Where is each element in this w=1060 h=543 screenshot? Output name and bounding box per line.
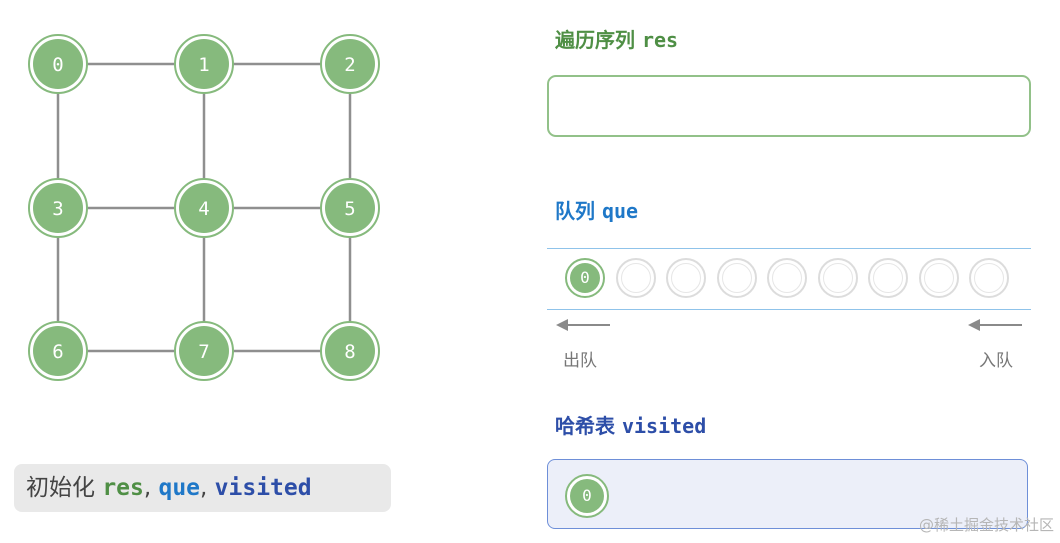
enqueue-label: 入队 bbox=[979, 351, 1013, 371]
visited-title-code: visited bbox=[621, 414, 707, 438]
visited-item-label: 0 bbox=[570, 479, 604, 513]
queue-empty-slot bbox=[918, 258, 959, 298]
graph-node-label: 0 bbox=[52, 54, 63, 76]
graph-node-4: 4 bbox=[174, 178, 234, 238]
caption-que: que bbox=[158, 475, 201, 501]
visited-title: 哈希表 visited bbox=[555, 410, 706, 439]
graph-node-label: 6 bbox=[52, 341, 63, 363]
graph-node-core bbox=[325, 326, 375, 376]
queue-title-text: 队列 bbox=[555, 199, 595, 223]
graph-node-0: 0 bbox=[28, 34, 88, 94]
queue-item: 0 bbox=[565, 258, 605, 298]
queue-empty-slot bbox=[716, 258, 757, 298]
graph-node-label: 5 bbox=[344, 198, 355, 220]
graph-node-label: 3 bbox=[52, 198, 63, 220]
caption-text: 初始化 bbox=[26, 475, 95, 501]
res-title-text: 遍历序列 bbox=[555, 28, 635, 52]
graph-nodes: 0 1 2 3 4 5 6 7 8 bbox=[28, 34, 380, 381]
graph-node-core bbox=[325, 183, 375, 233]
graph-node-1: 1 bbox=[174, 34, 234, 94]
graph-node-core bbox=[179, 326, 229, 376]
visited-item: 0 bbox=[565, 474, 609, 518]
caption-separator: , bbox=[143, 475, 152, 501]
caption-visited: visited bbox=[214, 475, 312, 501]
res-title-code: res bbox=[641, 28, 679, 52]
queue-empty-slot bbox=[767, 258, 807, 298]
queue-empty-slot bbox=[969, 258, 1009, 298]
graph-node-label: 7 bbox=[198, 341, 209, 363]
queue-item-label: 0 bbox=[570, 263, 600, 293]
queue-empty-slot bbox=[817, 258, 858, 298]
graph-node-7: 7 bbox=[174, 321, 234, 381]
graph-node-label: 1 bbox=[198, 54, 209, 76]
graph-node-8: 8 bbox=[320, 321, 380, 381]
enqueue-arrow-icon bbox=[968, 318, 1024, 332]
queue-empty-slot bbox=[666, 258, 706, 298]
graph-node-core bbox=[33, 326, 83, 376]
graph-node-2: 2 bbox=[320, 34, 380, 94]
graph-node-6: 6 bbox=[28, 321, 88, 381]
visited-set-box: 0 bbox=[547, 459, 1028, 529]
graph-node-label: 8 bbox=[344, 341, 355, 363]
graph-node-core bbox=[179, 183, 229, 233]
graph-node-core bbox=[33, 183, 83, 233]
queue-empty-slot bbox=[868, 258, 908, 298]
graph-node-label: 4 bbox=[198, 198, 209, 220]
res-title: 遍历序列 res bbox=[555, 24, 678, 53]
queue-empty-slot bbox=[615, 258, 656, 298]
visited-title-text: 哈希表 bbox=[555, 414, 615, 438]
res-list-box bbox=[547, 75, 1031, 137]
graph-node-5: 5 bbox=[320, 178, 380, 238]
caption-res: res bbox=[102, 475, 144, 501]
step-caption: 初始化 res, que, visited bbox=[14, 464, 391, 512]
caption-separator: , bbox=[200, 475, 208, 501]
queue-title-code: que bbox=[601, 199, 639, 223]
dequeue-arrow-icon bbox=[556, 318, 612, 332]
graph-node-label: 2 bbox=[344, 54, 355, 76]
queue-track: 0 bbox=[547, 248, 1031, 310]
graph-diagram: 0 1 2 3 4 5 6 7 8 bbox=[28, 34, 380, 381]
graph-node-core bbox=[179, 39, 229, 89]
graph-node-core bbox=[33, 39, 83, 89]
dequeue-label: 出队 bbox=[563, 351, 597, 371]
queue-title: 队列 que bbox=[555, 195, 638, 224]
watermark: @稀土掘金技术社区 bbox=[918, 516, 1054, 534]
graph-node-core bbox=[325, 39, 375, 89]
graph-node-3: 3 bbox=[28, 178, 88, 238]
